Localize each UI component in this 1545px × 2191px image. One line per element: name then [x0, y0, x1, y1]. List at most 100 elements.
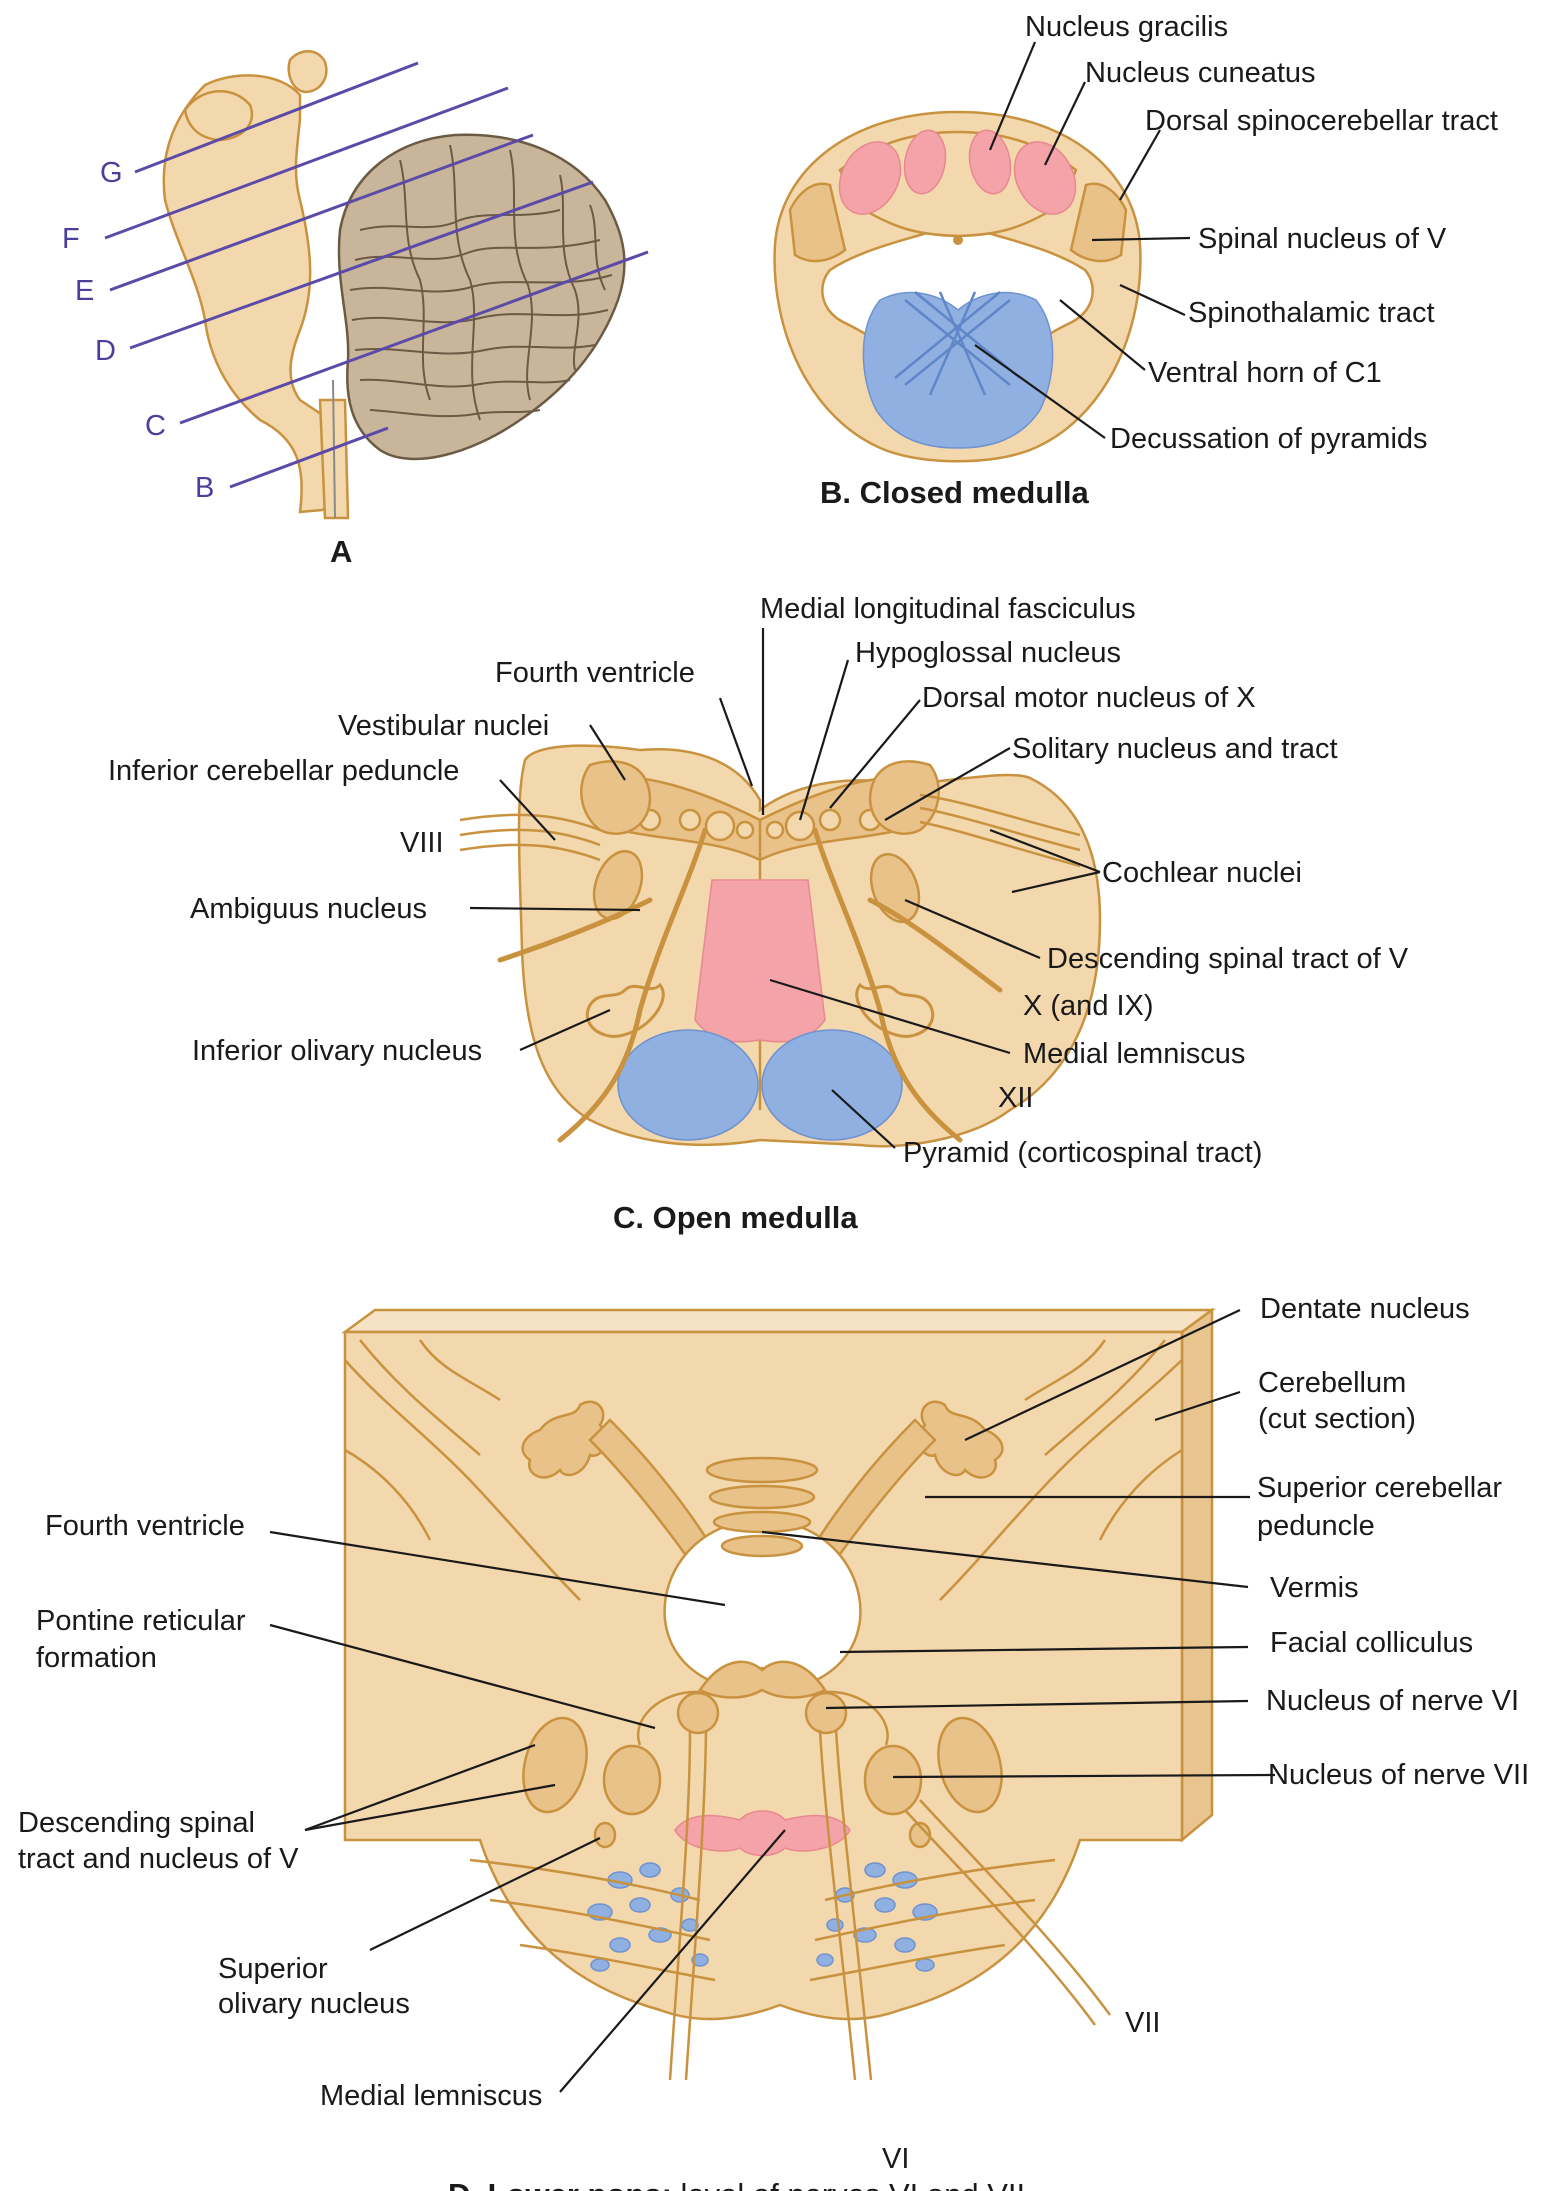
inferior-olive-right [855, 982, 935, 1038]
section-line-b [229, 426, 389, 489]
label-descending-spinal: Descending spinal [18, 1807, 255, 1839]
label-medial-lemniscus-c: Medial lemniscus [1023, 1038, 1245, 1070]
panel-d-leaders [269, 1309, 1276, 2093]
label-superior: Superior [218, 1953, 328, 1985]
section-letter: B [195, 472, 214, 504]
nucleus-vii-left [602, 1744, 662, 1816]
label-ventral-horn-c1: Ventral horn of C1 [1148, 357, 1382, 389]
cerebellar-folia [349, 144, 613, 421]
pyramid-right [761, 1029, 903, 1141]
pyramid-left [617, 1029, 759, 1141]
label-nucleus-nerve-vii: Nucleus of nerve VII [1268, 1759, 1529, 1791]
facial-colliculus [698, 1660, 827, 1699]
inferior-olive-left [585, 982, 665, 1038]
vestibular-nuclei-right [868, 760, 940, 835]
label-nerve-xii: XII [998, 1082, 1033, 1114]
label-ambiguus-nucleus: Ambiguus nucleus [190, 893, 427, 925]
panel-c-open-medulla: Medial longitudinal fasciculus Hypogloss… [108, 593, 1409, 1235]
label-spinal-nucleus-v: Spinal nucleus of V [1198, 223, 1447, 255]
panel-b-leaders [974, 41, 1191, 439]
section-letter: F [62, 223, 80, 255]
label-nucleus-nerve-vi: Nucleus of nerve VI [1266, 1685, 1519, 1717]
panel-d-labels: Dentate nucleus Cerebellum (cut section)… [18, 1293, 1529, 2175]
nerve-fibers-d [636, 1690, 1112, 2081]
section-letter: C [145, 410, 166, 442]
panel-b-labels: Nucleus gracilis Nucleus cuneatus Dorsal… [1025, 11, 1498, 455]
section-line-e [109, 133, 534, 292]
label-inferior-olivary-nucleus: Inferior olivary nucleus [192, 1035, 482, 1067]
panel-b-closed-medulla: Nucleus gracilis Nucleus cuneatus Dorsal… [773, 11, 1498, 510]
section-letters: G F E D C B [62, 157, 214, 504]
label-hypoglossal-nucleus: Hypoglossal nucleus [855, 637, 1121, 669]
superior-olive-left [593, 1821, 617, 1849]
panel-b-caption: B. Closed medulla [820, 475, 1089, 510]
cerebellum-cut-lines [344, 1339, 1183, 1601]
pyramid-decussation-region [862, 291, 1054, 449]
section-line-g [134, 61, 419, 174]
nucleus-gracilis-right [968, 129, 1012, 195]
pineal-region [287, 50, 328, 94]
label-pontine-reticular: Pontine reticular [36, 1605, 246, 1637]
label-fourth-ventricle-d: Fourth ventricle [45, 1510, 245, 1542]
label-peduncle: peduncle [1257, 1510, 1375, 1542]
dentate-nucleus-left [521, 1400, 608, 1479]
nucleus-vi-left [676, 1691, 720, 1735]
label-cut-section: (cut section) [1258, 1403, 1416, 1435]
label-medial-lemniscus-d: Medial lemniscus [320, 2080, 542, 2112]
label-pyramid: Pyramid (corticospinal tract) [903, 1137, 1262, 1169]
section-line-f [104, 86, 509, 240]
nucleus-vi-right [804, 1691, 848, 1735]
label-nucleus-cuneatus: Nucleus cuneatus [1085, 57, 1316, 89]
block-top-face [341, 1308, 1216, 1334]
central-canal-b [953, 235, 963, 245]
label-nerve-viii: VIII [400, 827, 444, 859]
medial-lemniscus-c [694, 879, 826, 1043]
label-formation: formation [36, 1642, 157, 1674]
spinal-tract-v-right-d [937, 1716, 1003, 1814]
nucleus-cuneatus-right [1013, 141, 1077, 215]
section-letter: E [75, 275, 94, 307]
label-tract-nucleus-v: tract and nucleus of V [18, 1843, 299, 1875]
label-descending-spinal-tract-v-c: Descending spinal tract of V [1047, 943, 1409, 975]
label-nerve-x-ix: X (and IX) [1023, 990, 1154, 1022]
nucleus-vii-right [863, 1744, 923, 1816]
panel-c-labels: Medial longitudinal fasciculus Hypogloss… [108, 593, 1409, 1169]
label-superior-cerebellar: Superior cerebellar [1257, 1472, 1502, 1504]
label-vermis: Vermis [1270, 1572, 1359, 1604]
label-olivary-nucleus: olivary nucleus [218, 1988, 410, 2020]
spinal-nucleus-v-left [788, 182, 847, 263]
nucleus-gracilis-left [903, 129, 947, 195]
label-spinothalamic-tract: Spinothalamic tract [1188, 297, 1435, 329]
midbrain-tectum [183, 90, 253, 142]
label-dorsal-spinocerebellar-tract: Dorsal spinocerebellar tract [1145, 105, 1498, 137]
dentate-nucleus-right [917, 1400, 1004, 1479]
panel-c-leaders [469, 628, 1101, 1149]
label-medial-longitudinal-fasciculus: Medial longitudinal fasciculus [760, 593, 1136, 625]
label-dentate-nucleus: Dentate nucleus [1260, 1293, 1470, 1325]
panel-d-lower-pons: Dentate nucleus Cerebellum (cut section)… [18, 1293, 1529, 2191]
cerebellum-shape [337, 133, 626, 461]
panel-d-caption-rest: level of nerves VI and VII [672, 2177, 1025, 2191]
nucleus-cuneatus-left [838, 141, 902, 215]
dorsal-nuclei [638, 808, 882, 842]
label-solitary-nucleus-tract: Solitary nucleus and tract [1012, 733, 1338, 765]
label-nerve-vii: VII [1125, 2007, 1160, 2039]
panel-d-caption: D. Lower pons: level of nerves VI and VI… [448, 2177, 1025, 2191]
label-cerebellum: Cerebellum [1258, 1367, 1406, 1399]
label-nerve-vi: VI [882, 2143, 909, 2175]
label-vestibular-nuclei: Vestibular nuclei [338, 710, 549, 742]
label-cochlear-nuclei: Cochlear nuclei [1102, 857, 1302, 889]
label-fourth-ventricle-c: Fourth ventricle [495, 657, 695, 689]
vestibular-nuclei-left [580, 760, 652, 835]
label-nucleus-gracilis: Nucleus gracilis [1025, 11, 1228, 43]
vermis [705, 1456, 819, 1558]
cranial-nerve-fibers [459, 793, 1081, 1143]
superior-olive-right [908, 1821, 932, 1849]
block-side-face [1180, 1307, 1214, 1843]
section-letter: D [95, 335, 116, 367]
panel-d-caption-bold: D. Lower pons: [448, 2177, 672, 2191]
panel-c-caption: C. Open medulla [613, 1200, 858, 1235]
label-inferior-cerebellar-peduncle: Inferior cerebellar peduncle [108, 755, 459, 787]
panel-a-caption: A [330, 534, 352, 569]
label-decussation-of-pyramids: Decussation of pyramids [1110, 423, 1428, 455]
